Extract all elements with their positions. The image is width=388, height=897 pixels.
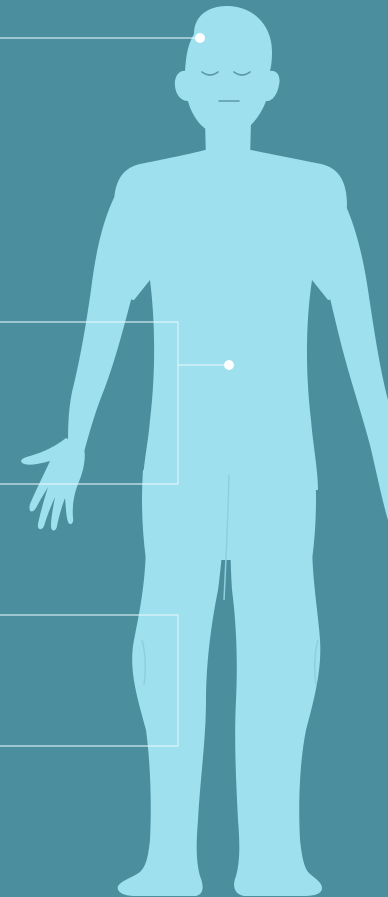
head-marker bbox=[195, 33, 205, 43]
abdomen-marker bbox=[224, 360, 234, 370]
